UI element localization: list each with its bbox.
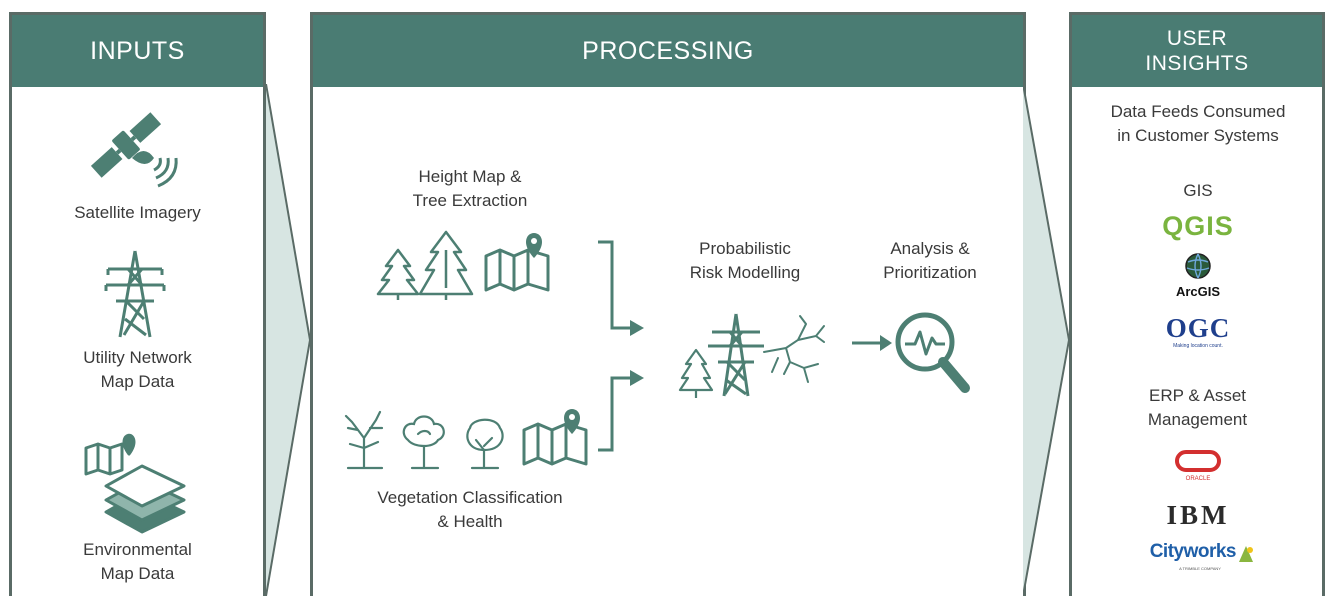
risk-model-icon: [678, 313, 825, 398]
inputs-header: INPUTS: [12, 15, 263, 87]
power-tower-icon: [104, 250, 166, 338]
flow-chevron-2: [1023, 84, 1071, 596]
environmental-map-label: Environmental Map Data: [83, 540, 192, 583]
arcgis-globe-icon: [1185, 253, 1211, 279]
arcgis-logo: ArcGIS: [1175, 284, 1221, 299]
oracle-logo-mark: [1175, 450, 1221, 472]
ibm-logo: IBM: [1166, 500, 1230, 530]
cityworks-mark-icon: [1239, 546, 1253, 562]
vegetation-label: Vegetation Classification & Health: [377, 488, 563, 531]
processing-panel: PROCESSING: [310, 12, 1026, 596]
utility-network-label: Utility Network Map Data: [83, 348, 192, 391]
magnifier-icon: [895, 312, 970, 393]
flow-chevron-1: [266, 84, 312, 596]
cityworks-logo: Cityworks: [1149, 541, 1237, 562]
ogc-logo: OGC: [1165, 313, 1231, 343]
vegetation-icons: [344, 409, 588, 470]
analysis-label: Analysis & Prioritization: [883, 239, 977, 282]
gis-label: GIS: [1183, 181, 1213, 200]
processing-header: PROCESSING: [313, 15, 1023, 87]
user-insights-panel: USER INSIGHTS: [1069, 12, 1325, 596]
map-layers-icon: [84, 433, 186, 534]
tree-extraction-icons: [376, 230, 550, 300]
ogc-tagline: Making location count.: [1173, 343, 1223, 349]
analysis-arrow: [852, 335, 892, 351]
user-insights-header: USER INSIGHTS: [1072, 15, 1322, 87]
risk-modelling-label: Probabilistic Risk Modelling: [689, 239, 801, 282]
data-feeds-label: Data Feeds Consumed in Customer Systems: [1110, 102, 1286, 145]
qgis-logo: QGIS: [1162, 211, 1234, 241]
height-map-label: Height Map & Tree Extraction: [412, 167, 528, 210]
merge-arrows: [598, 240, 644, 452]
satellite-icon: [90, 112, 178, 188]
cityworks-tagline: A TRIMBLE COMPANY: [1179, 566, 1221, 571]
oracle-logo: ORACLE: [1185, 476, 1211, 482]
erp-label: ERP & Asset Management: [1147, 386, 1248, 429]
satellite-imagery-label: Satellite Imagery: [74, 203, 201, 222]
